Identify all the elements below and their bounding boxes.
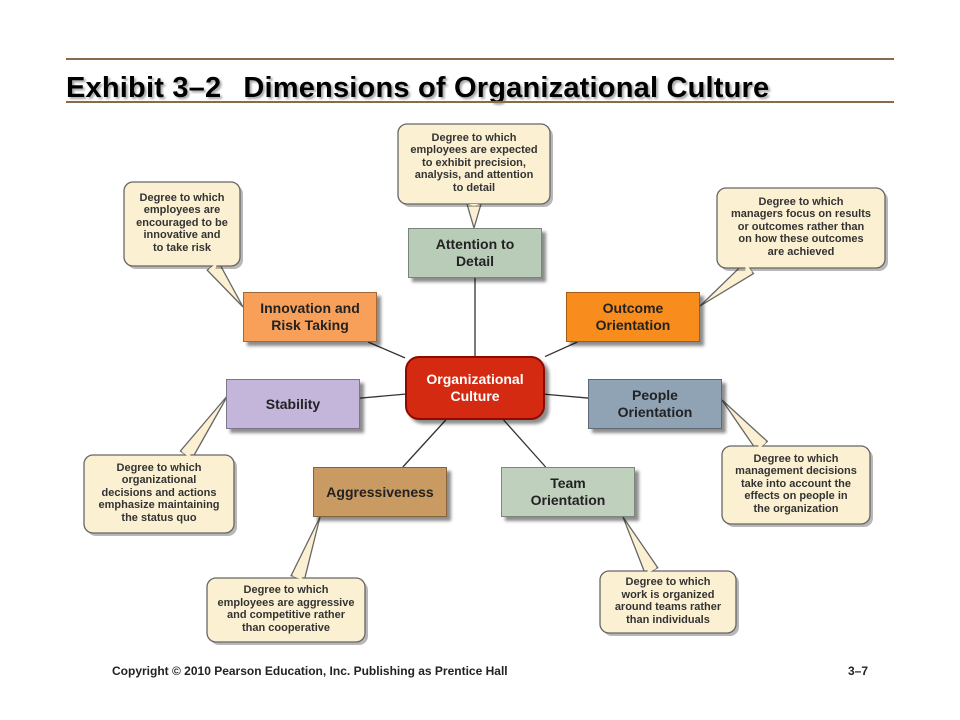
team-orientation-callout-pointer — [622, 516, 659, 576]
callout-bubbles — [83, 123, 888, 645]
attention-to-detail-node: Attention to Detail — [408, 228, 542, 278]
page-number: 3–7 — [848, 664, 869, 678]
stability-label: Stability — [265, 395, 321, 412]
team-orientation-label: Team Orientation — [530, 475, 606, 508]
team-orientation-node: Team Orientation — [501, 467, 635, 517]
people-orientation-connector — [544, 393, 589, 399]
team-orientation-callout-seam — [646, 566, 657, 574]
innovation-and-risk-taking-node: Innovation and Risk Taking — [243, 292, 377, 342]
stability-connector — [359, 393, 406, 399]
organizational-culture-node: Organizational Culture — [405, 356, 545, 420]
stability-callout-box — [83, 454, 235, 534]
people-orientation-node: People Orientation — [588, 379, 722, 429]
innovation-and-risk-taking-label: Innovation and Risk Taking — [260, 300, 360, 333]
outcome-orientation-connector — [544, 341, 578, 358]
team-orientation-connector — [503, 419, 547, 468]
innovation-and-risk-taking-callout-seam — [208, 262, 218, 270]
innovation-and-risk-taking-callout-box — [123, 181, 241, 267]
aggressiveness-node: Aggressiveness — [313, 467, 447, 517]
team-orientation-description: Degree to which work is organized around… — [614, 576, 722, 626]
top-rule — [66, 58, 894, 60]
innovation-and-risk-taking-connector — [367, 341, 406, 359]
stability-callout-seam — [181, 450, 191, 459]
outcome-orientation-label: Outcome Orientation — [595, 300, 671, 333]
outcome-orientation-callout-box — [716, 187, 886, 269]
outcome-orientation-node: Outcome Orientation — [566, 292, 700, 342]
organizational-culture-label: Organizational Culture — [426, 371, 524, 404]
people-orientation-callout-seam — [757, 442, 767, 450]
aggressiveness-description: Degree to which employees are aggressive… — [217, 584, 355, 634]
people-orientation-description: Degree to which management decisions tak… — [735, 452, 857, 515]
exhibit-number: Exhibit 3–2 — [66, 72, 222, 104]
innovation-and-risk-taking-description: Degree to which employees are encouraged… — [136, 191, 228, 254]
attention-to-detail-callout-seam — [468, 204, 480, 206]
attention-to-detail-description: Degree to which employees are expected t… — [410, 131, 538, 194]
title-underline-rule — [66, 101, 894, 103]
attention-to-detail-label: Attention to Detail — [435, 236, 515, 269]
aggressiveness-callout-box — [206, 577, 366, 643]
aggressiveness-label: Aggressiveness — [326, 483, 434, 500]
people-orientation-label: People Orientation — [617, 387, 693, 420]
slide-title: Exhibit 3–2 Dimensions of Organizational … — [66, 72, 769, 105]
stability-description: Degree to which organizational decisions… — [98, 461, 220, 524]
outcome-orientation-description: Degree to which managers focus on result… — [731, 195, 871, 258]
aggressiveness-connector — [402, 419, 447, 468]
outcome-orientation-callout-seam — [745, 263, 753, 273]
stability-callout-pointer — [179, 394, 229, 460]
aggressiveness-callout-seam — [292, 573, 303, 580]
connector-lines — [359, 278, 589, 468]
aggressiveness-callout-pointer — [290, 516, 321, 582]
stability-node: Stability — [226, 379, 360, 429]
people-orientation-callout-box — [721, 445, 871, 525]
team-orientation-callout-box — [599, 570, 737, 634]
exhibit-title: Dimensions of Organizational Culture — [243, 72, 770, 104]
copyright-footer: Copyright © 2010 Pearson Education, Inc.… — [112, 664, 508, 678]
attention-to-detail-callout-pointer — [466, 203, 482, 231]
